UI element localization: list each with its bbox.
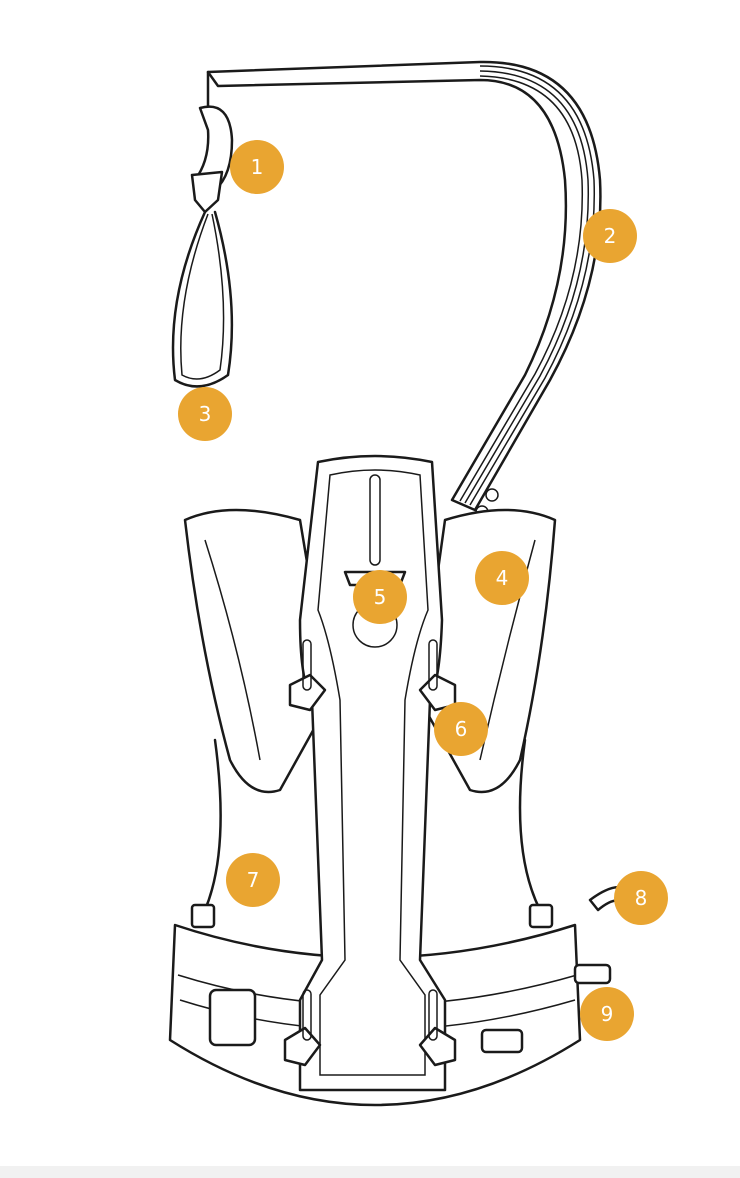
callout-5: 5 bbox=[353, 570, 407, 624]
callout-6: 6 bbox=[434, 702, 488, 756]
callout-3: 3 bbox=[178, 387, 232, 441]
callout-1: 1 bbox=[230, 140, 284, 194]
callout-2: 2 bbox=[583, 209, 637, 263]
buckle bbox=[208, 988, 257, 1047]
callout-7: 7 bbox=[226, 853, 280, 907]
callout-9: 9 bbox=[580, 987, 634, 1041]
callout-4: 4 bbox=[475, 551, 529, 605]
callout-8: 8 bbox=[614, 871, 668, 925]
hook-and-strap bbox=[171, 70, 234, 388]
support-arm bbox=[206, 60, 602, 519]
bottom-edge bbox=[0, 1166, 740, 1178]
back-plate bbox=[283, 454, 457, 1092]
